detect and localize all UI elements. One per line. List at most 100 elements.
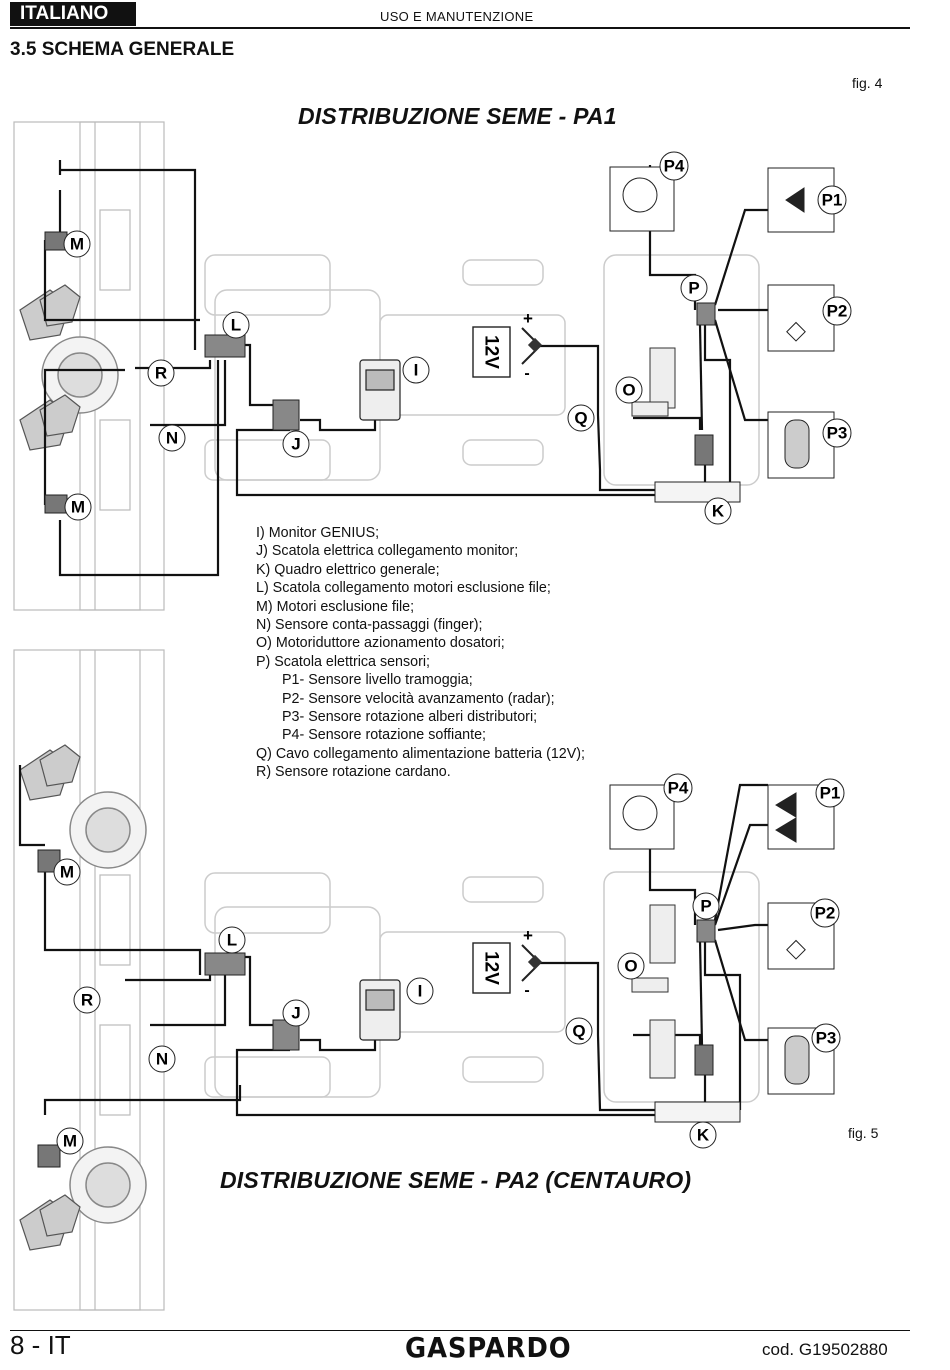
label-R: R <box>73 986 101 1014</box>
label-P2: P2 <box>822 296 852 326</box>
svg-text:P4: P4 <box>664 157 685 176</box>
svg-text:P3: P3 <box>827 424 848 443</box>
label-P4: P4 <box>663 773 693 803</box>
svg-text:L: L <box>231 316 241 335</box>
label-M-top: M <box>63 230 91 258</box>
svg-text:N: N <box>166 429 178 448</box>
svg-text:P3: P3 <box>816 1029 837 1048</box>
label-M-bottom: M <box>56 1127 84 1155</box>
fuse-box <box>694 1044 714 1076</box>
svg-text:P2: P2 <box>815 904 836 923</box>
svg-text:J: J <box>291 435 300 454</box>
svg-text:O: O <box>624 957 637 976</box>
motor-M-top <box>44 231 68 251</box>
label-P1: P1 <box>817 185 847 215</box>
diagram-title-pa1: DISTRIBUZIONE SEME - PA1 <box>298 103 617 129</box>
monitor-I <box>359 359 401 421</box>
figure-label-5: fig. 5 <box>848 1125 879 1141</box>
sensor-P4-box <box>609 784 675 850</box>
legend: I) Monitor GENIUS; J) Scatola elettrica … <box>256 524 585 782</box>
battery-minus-label: - <box>524 982 529 999</box>
svg-text:I: I <box>418 982 423 1001</box>
gearmotor-O <box>631 347 676 417</box>
label-Q: Q <box>567 404 595 432</box>
svg-text:P1: P1 <box>820 784 841 803</box>
label-N: N <box>158 424 186 452</box>
label-Q: Q <box>565 1017 593 1045</box>
svg-text:P: P <box>688 279 699 298</box>
label-I: I <box>406 977 434 1005</box>
monitor-I <box>359 979 401 1041</box>
legend-item: M) Motori esclusione file; <box>256 598 415 615</box>
junction-box-J <box>272 399 300 431</box>
motor-M-bottom <box>37 1144 61 1168</box>
label-P4: P4 <box>659 151 689 181</box>
label-O: O <box>617 952 645 980</box>
legend-item: R) Sensore rotazione cardano. <box>256 764 451 781</box>
junction-box-L <box>204 952 246 976</box>
label-M-top: M <box>53 858 81 886</box>
page-number: 8 - IT <box>10 1330 71 1360</box>
wiring <box>18 765 768 1117</box>
battery-plus-label: + <box>523 309 533 328</box>
label-P: P <box>680 274 708 302</box>
label-L: L <box>222 311 250 339</box>
gear-wheel <box>69 791 147 1224</box>
svg-text:P: P <box>700 897 711 916</box>
wiring-diagram-pa1: M M R N L J I Q O P K P4 P1 P2 P3 12V + … <box>13 121 852 611</box>
motor-M-bottom <box>44 494 68 514</box>
label-P2: P2 <box>810 898 840 928</box>
svg-text:R: R <box>81 991 93 1010</box>
legend-subitem: P1- Sensore livello tramoggia; <box>282 672 473 689</box>
brand-logo: GASPARDO <box>405 1331 572 1364</box>
battery-plus-label: + <box>523 926 533 945</box>
document-code: cod. G19502880 <box>762 1340 888 1359</box>
label-N: N <box>148 1045 176 1073</box>
svg-text:I: I <box>414 361 419 380</box>
legend-item: Q) Cavo collegamento alimentazione batte… <box>256 745 585 762</box>
section-title: 3.5 SCHEMA GENERALE <box>10 39 235 60</box>
legend-subitem: P3- Sensore rotazione alberi distributor… <box>282 709 538 726</box>
wiring-diagram-pa2: M M R N L J I Q O P K P4 P1 P2 P3 12V + … <box>13 649 845 1311</box>
svg-text:M: M <box>60 863 74 882</box>
svg-text:P2: P2 <box>827 302 848 321</box>
battery-voltage-label: 12V <box>481 335 502 369</box>
panel-K <box>654 1101 741 1123</box>
svg-text:M: M <box>71 498 85 517</box>
legend-item: I) Monitor GENIUS; <box>256 525 380 541</box>
footer-rule <box>10 1330 910 1331</box>
sensor-P2-box <box>767 284 835 352</box>
label-P: P <box>692 892 720 920</box>
legend-item: O) Motoriduttore azionamento dosatori; <box>256 635 505 652</box>
svg-text:P1: P1 <box>822 191 843 210</box>
legend-item: P) Scatola elettrica sensori; <box>256 653 431 670</box>
language-tab: ITALIANO <box>10 2 136 26</box>
header-section-name: USO E MANUTENZIONE <box>380 9 534 24</box>
battery-12V <box>472 942 543 994</box>
legend-item: J) Scatola elettrica collegamento monito… <box>256 543 519 560</box>
svg-text:Q: Q <box>574 409 587 428</box>
metering-unit <box>19 744 81 1251</box>
header-rule <box>10 27 910 29</box>
label-I: I <box>402 356 430 384</box>
battery-12V <box>472 326 543 378</box>
sensor-box-P <box>696 302 716 326</box>
diagram-title-pa2: DISTRIBUZIONE SEME - PA2 (CENTAURO) <box>220 1167 692 1193</box>
sensor-P4-box <box>609 166 675 232</box>
svg-text:M: M <box>70 235 84 254</box>
label-P3: P3 <box>822 418 852 448</box>
battery-voltage-label: 12V <box>481 951 502 985</box>
svg-text:N: N <box>156 1050 168 1069</box>
legend-item: N) Sensore conta-passaggi (finger); <box>256 617 483 634</box>
label-M-bottom: M <box>64 493 92 521</box>
figure-label-4: fig. 4 <box>852 75 883 91</box>
label-K: K <box>689 1121 717 1149</box>
fuse-box <box>694 434 714 466</box>
tractor-outline <box>204 871 760 1103</box>
sensor-box-P <box>696 919 716 943</box>
svg-text:L: L <box>227 931 237 950</box>
label-P3: P3 <box>811 1023 841 1053</box>
svg-text:K: K <box>712 502 725 521</box>
battery-minus-label: - <box>524 365 529 382</box>
gearmotor-O <box>631 904 676 1079</box>
